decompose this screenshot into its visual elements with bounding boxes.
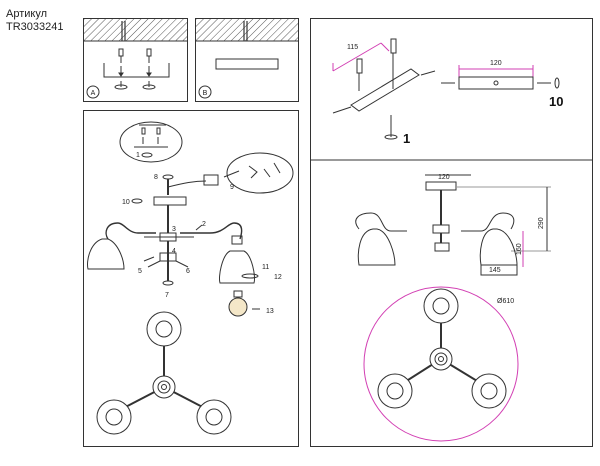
screw-icon xyxy=(118,48,152,63)
mount-variant-a-drawing: A xyxy=(84,19,187,99)
ref-10: 10 xyxy=(549,94,563,109)
mount-variant-b-drawing: B xyxy=(196,19,298,99)
mounting-plate xyxy=(215,58,279,70)
callout-10: 10 xyxy=(122,199,130,206)
ceiling-hatch xyxy=(84,19,187,41)
callout-7: 7 xyxy=(165,292,169,299)
article-title: Артикул xyxy=(6,8,48,20)
light-bulb-icon xyxy=(228,297,248,317)
wire-detail-oval xyxy=(226,152,294,194)
diameter-circle xyxy=(363,286,519,442)
variant-b-letter: B xyxy=(203,90,208,97)
canopy xyxy=(153,196,187,206)
dim-115: 115 xyxy=(347,44,358,51)
plate-view: 120 10 xyxy=(441,60,563,109)
dim-width-120: 120 xyxy=(438,174,450,181)
mount-variant-b-panel: B xyxy=(195,18,299,102)
callout-12: 12 xyxy=(274,274,282,281)
callout-2: 2 xyxy=(202,221,206,228)
variant-a-letter: A xyxy=(91,90,96,97)
callout-6: 6 xyxy=(186,268,190,275)
article-number: TR3033241 xyxy=(6,21,64,33)
diameter-view: Ø610 xyxy=(363,286,519,442)
side-elevation: 120 290 160 145 xyxy=(355,174,551,276)
mounting-bracket xyxy=(350,68,420,112)
callout-9: 9 xyxy=(230,184,234,191)
bottom-view xyxy=(96,311,232,435)
callout-3: 3 xyxy=(172,226,176,233)
dim-120-top: 120 xyxy=(490,60,502,67)
shade-left xyxy=(87,238,125,270)
dim-diameter: Ø610 xyxy=(497,298,514,305)
article-label: Артикул TR3033241 xyxy=(6,8,64,34)
ref-1: 1 xyxy=(403,131,410,146)
bracket-view: 115 1 xyxy=(332,38,436,146)
callout-8: 8 xyxy=(154,174,158,181)
assembly-panel: 1 8 9 10 2 3 4 5 6 7 xyxy=(83,110,299,447)
callout-5: 5 xyxy=(138,268,142,275)
dimensions-panel: 115 1 120 10 120 xyxy=(310,18,593,447)
dim-height-290: 290 xyxy=(538,217,545,229)
dimensions-drawing: 115 1 120 10 120 xyxy=(311,38,592,442)
dim-shade-145: 145 xyxy=(489,267,501,274)
assembly-drawing: 1 8 9 10 2 3 4 5 6 7 xyxy=(87,121,294,435)
dim-shade-160: 160 xyxy=(516,243,523,255)
callout-13: 13 xyxy=(266,308,274,315)
callout-11: 11 xyxy=(262,264,269,271)
variant-a-badge xyxy=(86,85,100,99)
mount-variant-a-panel: A xyxy=(83,18,188,102)
callout-1: 1 xyxy=(136,152,140,159)
shade-right xyxy=(219,250,255,284)
variant-b-badge xyxy=(198,85,212,99)
mounting-plate-top xyxy=(458,76,534,90)
screw-detail-oval xyxy=(119,121,183,163)
terminal-block xyxy=(203,174,219,186)
callout-4: 4 xyxy=(172,248,176,255)
